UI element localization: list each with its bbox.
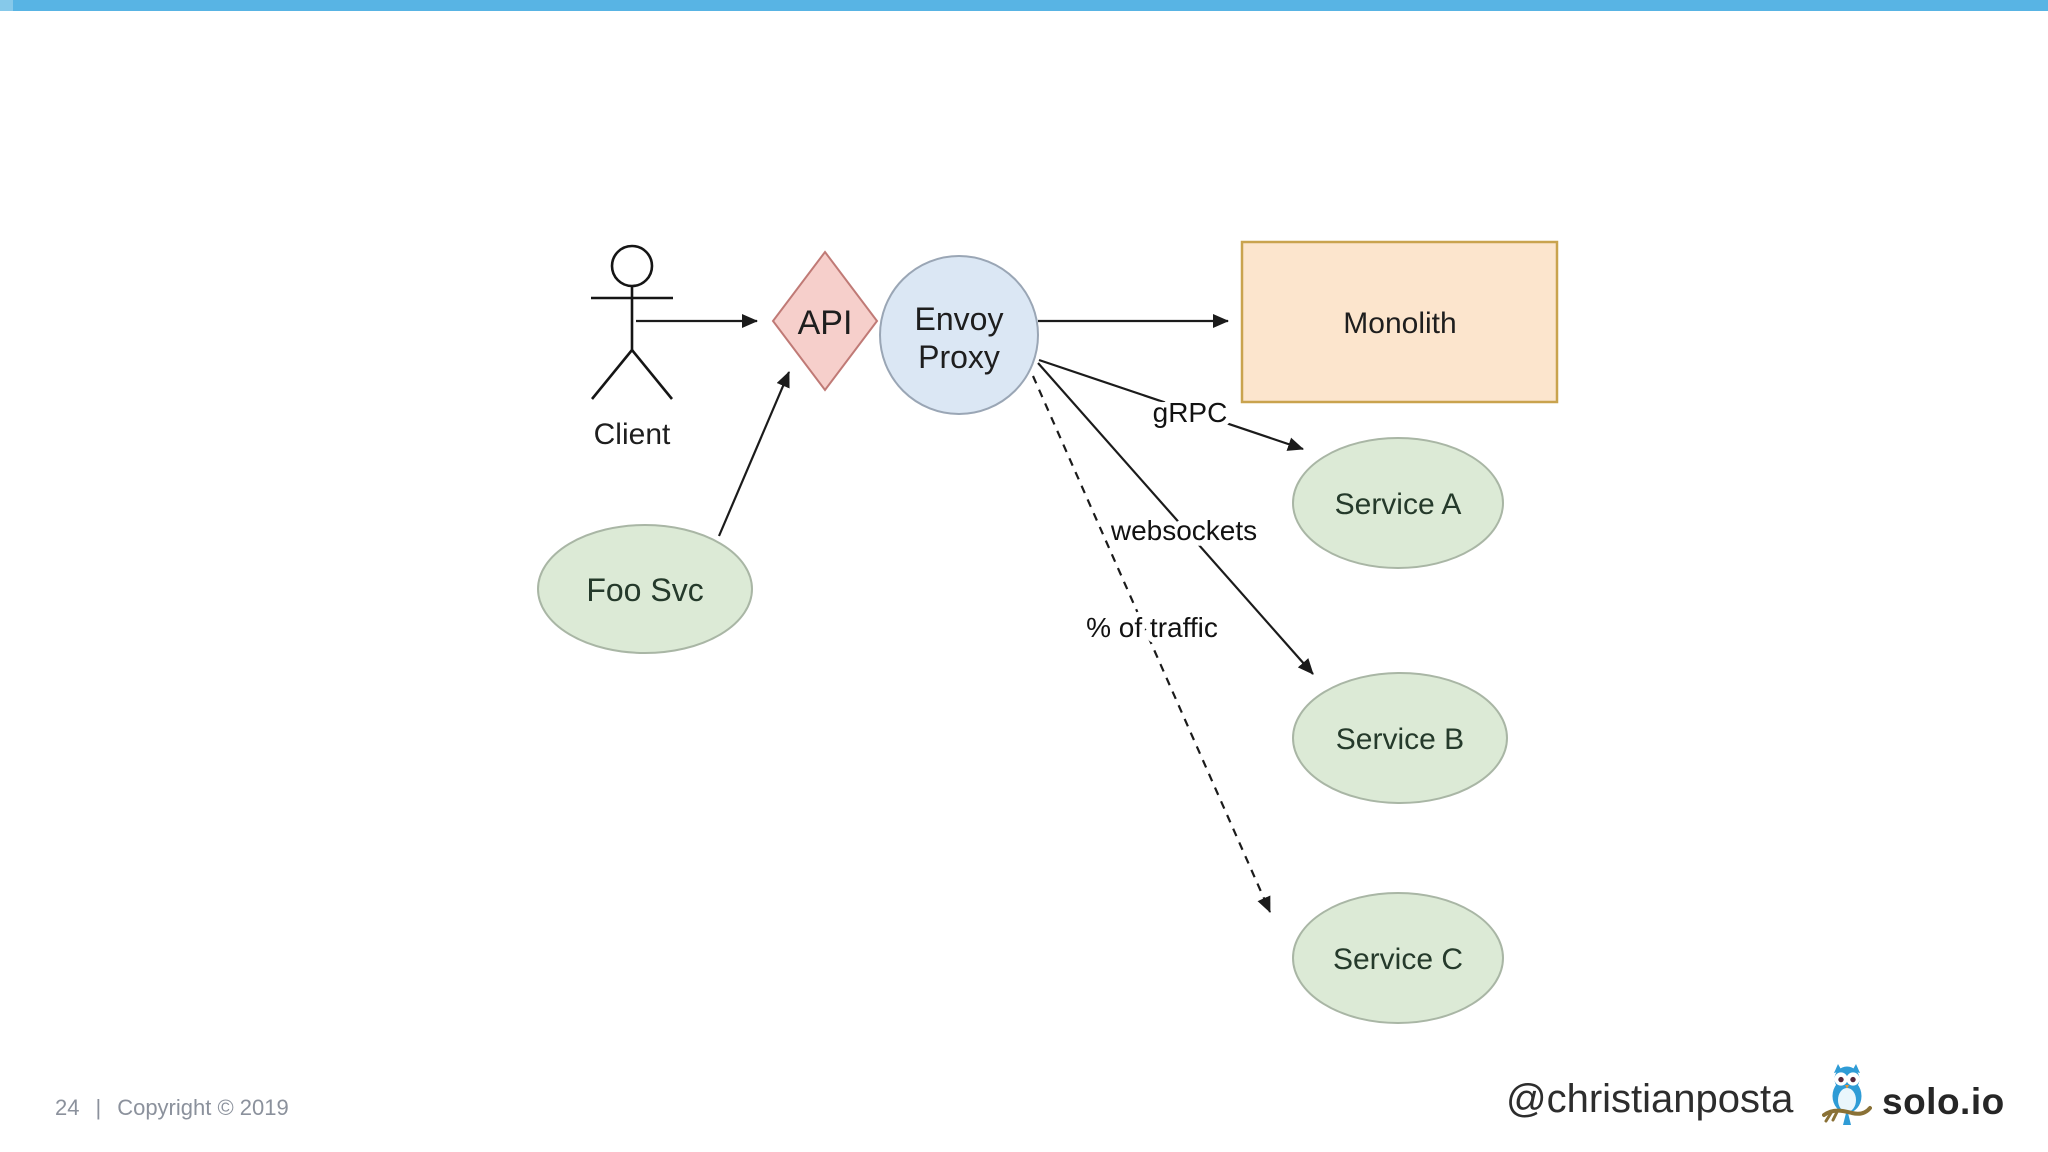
accent-bar-left-cap xyxy=(0,0,13,11)
api-label: API xyxy=(798,304,853,342)
envoy-label-line2: Proxy xyxy=(918,339,1000,375)
slide-footer-left: 24 | Copyright © 2019 xyxy=(55,1095,289,1121)
edge-envoy-to-service-a xyxy=(1038,358,1304,451)
edge-label-traffic: % of traffic xyxy=(1086,612,1218,643)
twitter-handle: @christianposta xyxy=(1506,1077,1794,1121)
client-label: Client xyxy=(594,418,671,451)
brand-name: solo.io xyxy=(1882,1081,2005,1122)
edge-envoy-to-service-c-dashed xyxy=(1031,375,1272,913)
service-b-label: Service B xyxy=(1336,723,1464,756)
actor-leg-left xyxy=(590,349,634,400)
edge-envoy-to-service-b xyxy=(1037,362,1314,675)
foo-svc-label: Foo Svc xyxy=(586,572,703,608)
node-envoy-proxy xyxy=(879,255,1039,415)
node-service-a xyxy=(1292,437,1504,569)
service-c-label: Service C xyxy=(1333,943,1463,976)
monolith-label: Monolith xyxy=(1343,307,1456,340)
actor-head xyxy=(610,244,654,288)
node-monolith xyxy=(1240,240,1559,404)
node-api xyxy=(771,250,879,392)
footer-separator: | xyxy=(95,1095,102,1120)
edge-foosvc-to-api xyxy=(717,371,791,537)
page-number: 24 xyxy=(55,1095,80,1120)
copyright-text: Copyright © 2019 xyxy=(117,1095,289,1120)
node-foo-svc xyxy=(537,524,753,654)
service-a-label: Service A xyxy=(1335,488,1462,521)
envoy-label-line1: Envoy xyxy=(915,301,1004,337)
node-service-b xyxy=(1292,672,1508,804)
edge-label-websockets: websockets xyxy=(1110,515,1257,546)
node-service-c xyxy=(1292,892,1504,1024)
owl-logo-icon xyxy=(1822,1063,1872,1129)
actor-client-icon xyxy=(590,244,674,400)
slide-accent-bar xyxy=(0,0,2048,11)
actor-leg-right xyxy=(630,349,674,400)
edge-label-grpc: gRPC xyxy=(1153,397,1228,428)
